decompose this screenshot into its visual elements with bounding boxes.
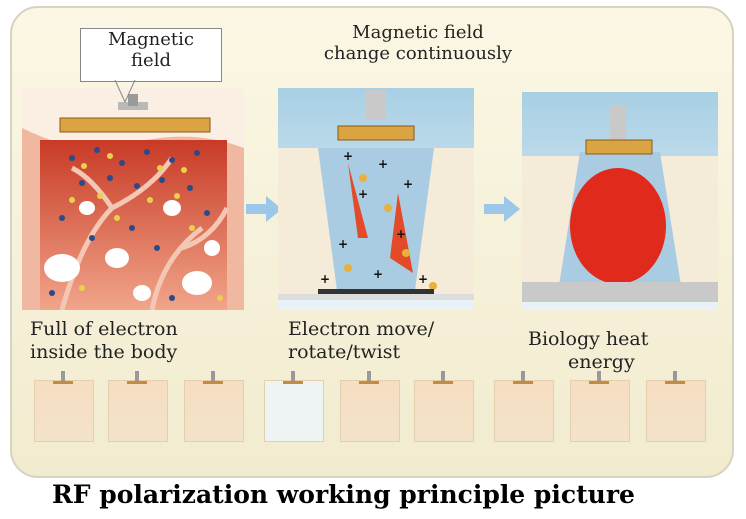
panel-field-change: + + + + + + + + + (278, 88, 474, 310)
magnetic-field-line2: field (131, 50, 171, 71)
caption-panel1: Full of electron inside the body (30, 318, 250, 364)
svg-text:+: + (418, 272, 428, 286)
caption-panel2: Electron move/ rotate/twist (288, 318, 488, 364)
svg-text:+: + (403, 177, 413, 191)
svg-text:+: + (343, 149, 353, 163)
mini-stage (570, 371, 630, 442)
panel-heat (522, 92, 718, 310)
svg-text:+: + (320, 272, 330, 286)
right-arrow-icon (484, 196, 520, 222)
caption-panel1-line1: Full of electron (30, 318, 178, 340)
svg-text:+: + (396, 227, 406, 241)
mini-stage (34, 371, 94, 442)
magnetic-field-line1: Magnetic (107, 29, 194, 50)
mini-stage (264, 371, 324, 442)
svg-text:+: + (358, 187, 368, 201)
page-title: RF polarization working principle pictur… (52, 480, 635, 509)
caption-panel2-line1: Electron move/ (288, 318, 435, 340)
label-pointer (114, 80, 136, 103)
caption-panel3-line1: Biology heat (528, 328, 649, 350)
field-change-line2: change continuously (323, 43, 513, 64)
panel-tissue (22, 88, 244, 310)
mini-stage (494, 371, 554, 442)
caption-panel2-line2: rotate/twist (288, 341, 401, 363)
field-change-label: Magnetic field change continuously (300, 22, 536, 74)
field-change-line1: Magnetic field (352, 22, 484, 43)
svg-text:+: + (338, 237, 348, 251)
mini-stage (340, 371, 400, 442)
caption-panel1-line2: inside the body (30, 341, 178, 363)
caption-panel3-line2: energy (568, 351, 635, 373)
mini-stage (646, 371, 706, 442)
mini-stage (184, 371, 244, 442)
svg-text:+: + (373, 267, 383, 281)
magnetic-field-label: Magnetic field (80, 28, 222, 82)
mini-stage (108, 371, 168, 442)
mini-stage (414, 371, 474, 442)
caption-panel3: Biology heat energy (528, 328, 718, 374)
svg-text:+: + (378, 157, 388, 171)
right-arrow-icon (246, 196, 282, 222)
